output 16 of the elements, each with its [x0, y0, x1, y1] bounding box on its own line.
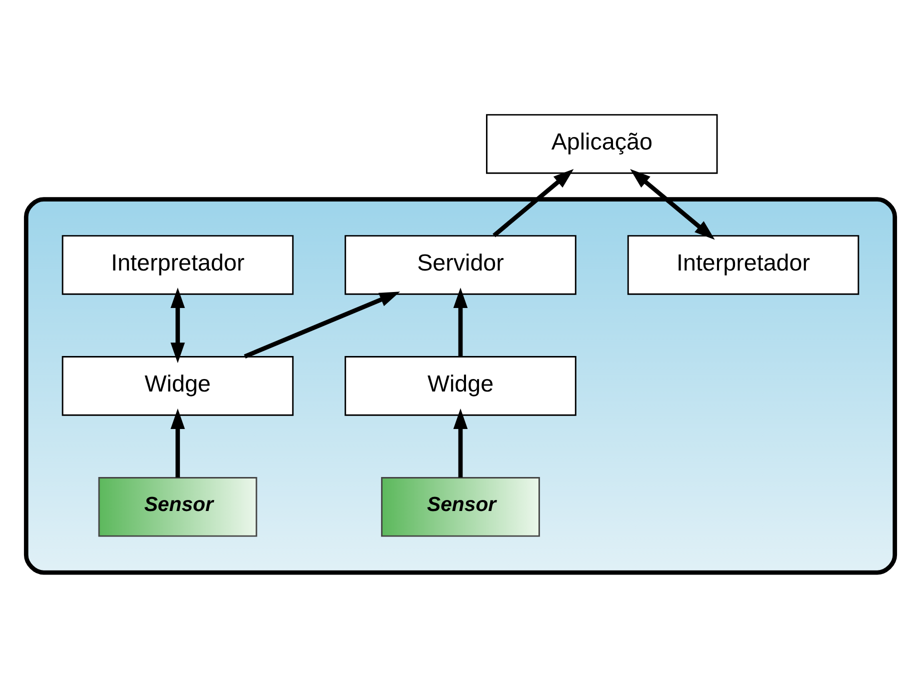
arrow: [170, 288, 185, 364]
arrow: [244, 292, 400, 359]
node-box: Sensor: [98, 477, 258, 537]
arrow: [170, 408, 185, 478]
arrow: [630, 168, 715, 240]
node-box: Aplicação: [486, 114, 718, 174]
node-box: Sensor: [381, 477, 540, 537]
node-box: Widge: [344, 356, 576, 416]
arrow: [453, 408, 468, 478]
cluster: [24, 197, 898, 575]
arrow: [453, 288, 468, 356]
arrow: [492, 168, 574, 238]
node-box: Widge: [62, 356, 294, 416]
node-box: Interpretador: [627, 235, 860, 295]
node-box: Servidor: [344, 235, 576, 295]
node-box: Interpretador: [62, 235, 294, 295]
